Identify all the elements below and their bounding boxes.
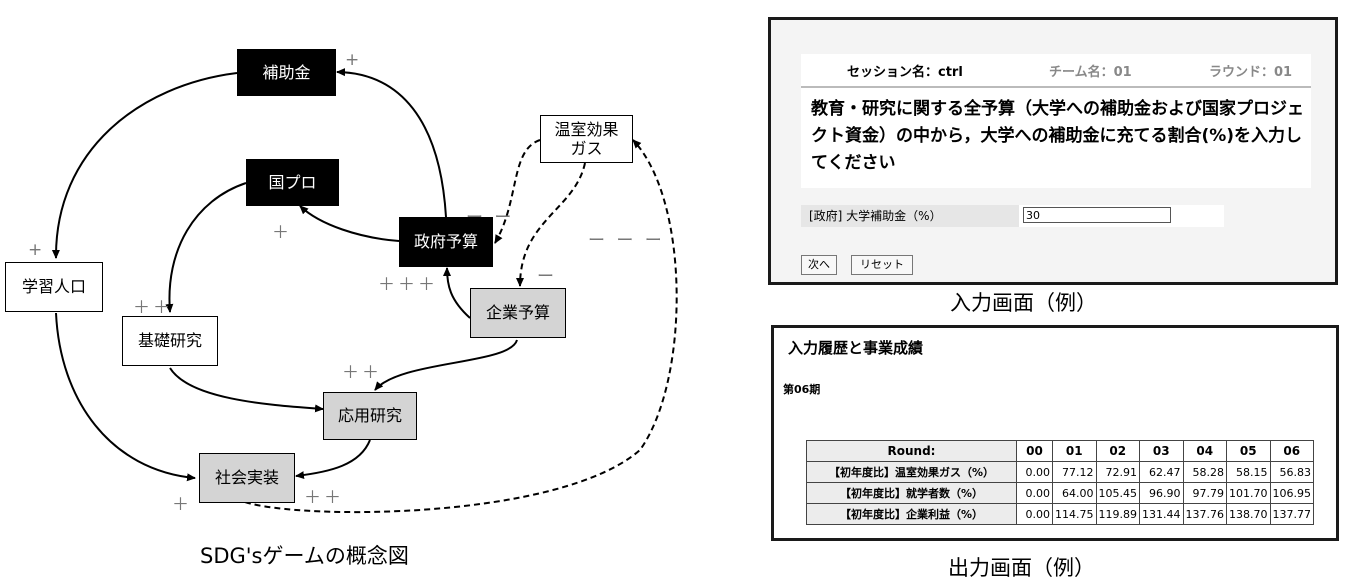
sign-plus-plus: ＋＋ [133, 298, 173, 318]
output-screen-caption: 出力画面（例） [948, 556, 1095, 580]
node-subsidy: 補助金 [237, 49, 336, 96]
table-header-row: Round: 00 01 02 03 04 05 06 [806, 440, 1314, 462]
sign-plus-plus: ＋＋ [304, 488, 344, 508]
table-cell: 0.00 [1016, 482, 1053, 504]
row-label: 【初年度比】就学者数（%） [806, 482, 1017, 504]
table-cell: 114.75 [1052, 503, 1097, 525]
team-name: チーム名：01 [1049, 65, 1132, 80]
table-cell: 138.70 [1226, 503, 1271, 525]
node-gov-budget: 政府予算 [399, 217, 493, 267]
sign-plus: + [345, 50, 363, 70]
table-cell: 58.15 [1226, 461, 1271, 483]
next-button[interactable]: 次へ [801, 255, 837, 275]
table-cell: 72.91 [1095, 461, 1140, 483]
table-cell: 101.70 [1226, 482, 1271, 504]
question-panel: セッション名：ctrl チーム名：01 ラウンド：01 教育・研究に関する全予算… [801, 54, 1311, 188]
subsidy-percent-input[interactable] [1023, 207, 1171, 223]
sign-plus-plus: ＋＋ [342, 363, 382, 383]
table-cell: 58.28 [1182, 461, 1227, 483]
input-screen: セッション名：ctrl チーム名：01 ラウンド：01 教育・研究に関する全予算… [768, 17, 1338, 285]
node-basic-research: 基礎研究 [122, 316, 218, 366]
table-header-cell: 03 [1139, 440, 1184, 462]
results-table: Round: 00 01 02 03 04 05 06 【初年度比】温室効果ガス… [806, 440, 1314, 525]
question-text: 教育・研究に関する全予算（大学への補助金および国家プロジェクト資金）の中から，大… [811, 99, 1304, 173]
arrow-gov-to-subsidy [336, 68, 447, 218]
table-header-cell: 02 [1095, 440, 1140, 462]
sign-plus-plus-plus: ＋＋＋ [378, 275, 438, 295]
arrow-corp-to-gov [443, 267, 471, 319]
table-cell: 62.47 [1139, 461, 1184, 483]
sign-plus: + [28, 240, 46, 260]
diagram-caption: SDG'sゲームの概念図 [200, 544, 409, 568]
reset-button[interactable]: リセット [851, 255, 913, 275]
table-cell: 96.90 [1139, 482, 1184, 504]
row-label: 【初年度比】企業利益（%） [806, 503, 1017, 525]
arrow-basic-to-applied [169, 367, 324, 413]
session-name: セッション名：ctrl [847, 65, 963, 80]
sign-minus-minus-minus: ー ー ー [588, 231, 665, 251]
table-cell: 106.95 [1269, 482, 1314, 504]
arrow-gov-to-natproj [299, 205, 400, 242]
input-screen-caption: 入力画面（例） [950, 291, 1097, 315]
arrow-corp-to-applied [374, 339, 518, 391]
round-number: ラウンド：01 [1209, 65, 1293, 80]
period-label: 第06期 [783, 383, 821, 396]
output-title: 入力履歴と事業成績 [788, 339, 924, 357]
arrow-learning-to-social [55, 312, 196, 482]
table-header-cell: 06 [1269, 440, 1314, 462]
table-cell: 131.44 [1139, 503, 1184, 525]
sign-plus: ＋ [172, 495, 192, 515]
table-header-cell: 04 [1182, 440, 1227, 462]
subsidy-field-label: [政府] 大学補助金（%） [801, 205, 1019, 227]
sign-minus: ー [537, 267, 557, 287]
table-cell: 0.00 [1016, 461, 1053, 483]
node-national-project: 国プロ [246, 159, 339, 206]
table-header-cell: 01 [1052, 440, 1097, 462]
table-cell: 119.89 [1095, 503, 1140, 525]
table-row: 【初年度比】温室効果ガス（%） 0.00 77.12 72.91 62.47 5… [806, 461, 1314, 483]
diagram-connectors [51, 68, 678, 514]
table-cell: 137.76 [1182, 503, 1227, 525]
concept-diagram: 補助金 国プロ 温室効果 ガス 政府予算 学習人口 基礎研究 企業予算 応用研究… [5, 49, 678, 568]
table-cell: 64.00 [1052, 482, 1097, 504]
table-cell: 0.00 [1016, 503, 1053, 525]
node-ghg: 温室効果 ガス [540, 115, 633, 163]
node-social-implementation: 社会実装 [199, 453, 295, 503]
subsidy-field-row: [政府] 大学補助金（%） [801, 205, 1224, 227]
row-label: 【初年度比】温室効果ガス（%） [806, 461, 1017, 483]
sign-plus: ＋ [272, 223, 292, 243]
table-header-cell: Round: [806, 440, 1017, 462]
arrow-natproj-to-basic [165, 182, 247, 313]
arrow-subsidy-to-learning [51, 72, 238, 259]
table-cell: 77.12 [1052, 461, 1097, 483]
arrow-applied-to-social [295, 439, 371, 480]
table-cell: 56.83 [1269, 461, 1314, 483]
node-learning-population: 学習人口 [5, 262, 103, 312]
table-header-cell: 05 [1226, 440, 1271, 462]
arrow-ghg-to-corp [516, 162, 586, 287]
table-cell: 105.45 [1095, 482, 1140, 504]
session-header: セッション名：ctrl チーム名：01 ラウンド：01 [801, 54, 1311, 88]
node-corporate-budget: 企業予算 [470, 288, 566, 338]
sign-minus-minus: ー ー [466, 208, 515, 228]
table-header-cell: 00 [1016, 440, 1053, 462]
table-row: 【初年度比】企業利益（%） 0.00 114.75 119.89 131.44 … [806, 503, 1314, 525]
arrow-social-to-ghg [244, 139, 678, 514]
node-applied-research: 応用研究 [323, 392, 417, 440]
table-cell: 97.79 [1182, 482, 1227, 504]
table-cell: 137.77 [1269, 503, 1314, 525]
table-row: 【初年度比】就学者数（%） 0.00 64.00 105.45 96.90 97… [806, 482, 1314, 504]
output-screen: 入力履歴と事業成績 第06期 Round: 00 01 02 03 04 05 … [771, 325, 1339, 541]
